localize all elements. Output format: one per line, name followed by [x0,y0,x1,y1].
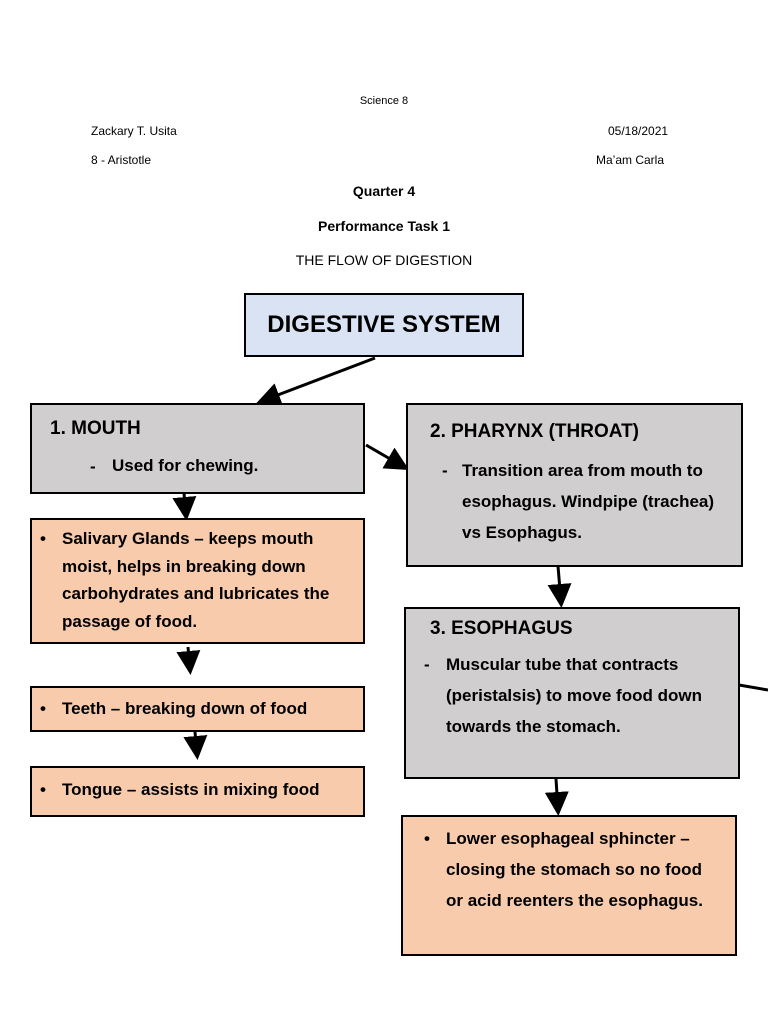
mouth-desc: Used for chewing. [112,456,259,475]
quarter: Quarter 4 [352,183,416,199]
subject: Science 8 [359,95,409,107]
topic: THE FLOW OF DIGESTION [295,252,473,268]
arrow-esophagus-sphincter [544,778,569,816]
salivary-desc: Salivary Glands – keeps mouth moist, hel… [62,529,330,631]
teeth-box: • Teeth – breaking down of food [30,686,365,732]
esophagus-title: 3. ESOPHAGUS [430,618,573,639]
bullet: • [40,780,46,799]
dash: - [90,457,96,476]
section: 8 - Aristotle [91,153,152,167]
mouth-box: 1. MOUTH - Used for chewing. [30,403,365,494]
task-title: Performance Task 1 [317,218,451,234]
arrow-pharynx-esophagus [547,565,572,608]
title-box: DIGESTIVE SYSTEM [244,293,524,357]
arrow-salivary-teeth [176,646,201,675]
teeth-text: • Teeth – breaking down of food [40,695,362,723]
arrow-mouth-salivary [172,492,197,521]
esophagus-desc: Muscular tube that contracts (peristalsi… [446,655,702,736]
sphincter-text: • Lower esophageal sphincter – closing th… [424,823,716,916]
mouth-title: 1. MOUTH [50,418,141,439]
sphincter-box: • Lower esophageal sphincter – closing th… [401,815,737,956]
tongue-box: • Tongue – assists in mixing food [30,766,365,817]
tongue-text: • Tongue – assists in mixing food [40,776,362,804]
salivary-box: • Salivary Glands – keeps mouth moist, he… [30,518,365,644]
dash: - [424,655,430,674]
bullet: • [40,699,46,718]
line-esophagus-right [738,683,768,692]
tongue-desc: Tongue – assists in mixing food [62,780,320,799]
pharynx-desc: Transition area from mouth to esophagus.… [462,461,715,542]
pharynx-title: 2. PHARYNX (THROAT) [430,421,639,442]
bullet: • [40,529,46,548]
diagram-title: DIGESTIVE SYSTEM [267,311,501,338]
student-name: Zackary T. Usita [91,124,177,138]
pharynx-box: 2. PHARYNX (THROAT) - Transition area fr… [406,403,743,567]
arrow-mouth-pharynx [365,443,410,471]
date: 05/18/2021 [608,124,669,138]
teeth-desc: Teeth – breaking down of food [62,699,308,718]
dash: - [442,461,448,480]
esophagus-box: 3. ESOPHAGUS - Muscular tube that contra… [404,607,740,779]
bullet: • [424,829,430,848]
teacher: Ma’am Carla [596,153,665,167]
sphincter-desc: Lower esophageal sphincter – closing the… [446,829,703,910]
arrow-title-mouth [256,356,376,406]
arrow-teeth-tongue [183,731,208,760]
salivary-text: • Salivary Glands – keeps mouth moist, he… [40,525,362,635]
